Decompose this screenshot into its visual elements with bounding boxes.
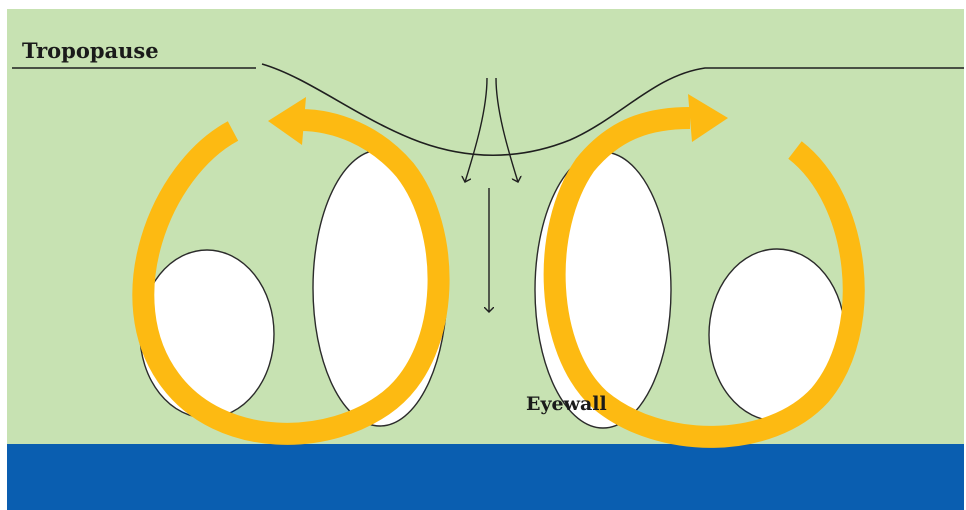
ocean-surface xyxy=(7,444,964,510)
tropopause-label: Tropopause xyxy=(22,38,159,63)
eyewall-label: Eyewall xyxy=(526,393,607,415)
cloud-far-left xyxy=(140,250,274,418)
